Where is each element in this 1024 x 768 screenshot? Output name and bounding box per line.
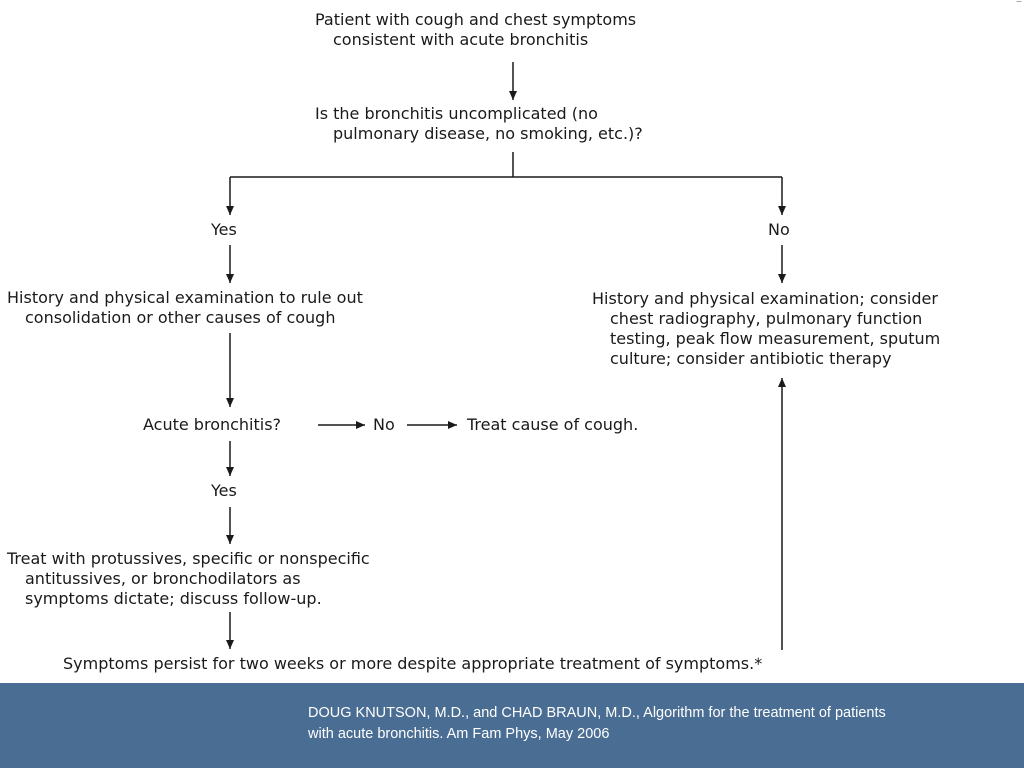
acute-no-label: No [373, 415, 395, 434]
history-left-node: History and physical examination to rule… [7, 288, 363, 328]
history-right-line-1: History and physical examination; consid… [592, 289, 938, 308]
start-node: Patient with cough and chest symptoms co… [315, 10, 636, 50]
citation-footer: DOUG KNUTSON, M.D., and CHAD BRAUN, M.D.… [0, 683, 1024, 768]
treat-line-1: Treat with protussives, specific or nons… [7, 549, 370, 568]
treat-line-3: symptoms dictate; discuss follow-up. [25, 589, 322, 608]
yes-label: Yes [211, 220, 237, 239]
question-node: Is the bronchitis uncomplicated (no pulm… [315, 104, 643, 144]
corner-mark: – [1016, 0, 1022, 8]
question-line-1: Is the bronchitis uncomplicated (no [315, 104, 598, 123]
treat-line-2: antitussives, or bronchodilators as [25, 569, 301, 588]
history-right-node: History and physical examination; consid… [592, 289, 940, 369]
citation-text: DOUG KNUTSON, M.D., and CHAD BRAUN, M.D.… [308, 703, 886, 745]
citation-line-1: DOUG KNUTSON, M.D., and CHAD BRAUN, M.D.… [308, 705, 886, 721]
treat-cause-node: Treat cause of cough. [467, 415, 639, 434]
question-line-2: pulmonary disease, no smoking, etc.)? [333, 124, 643, 143]
history-left-line-2: consolidation or other causes of cough [25, 308, 336, 327]
treat-node: Treat with protussives, specific or nons… [7, 549, 370, 609]
history-right-line-3: testing, peak flow measurement, sputum [610, 329, 941, 348]
acute-yes-label: Yes [211, 481, 237, 500]
citation-line-2: with acute bronchitis. Am Fam Phys, May … [308, 726, 610, 742]
start-line-1: Patient with cough and chest symptoms [315, 10, 637, 29]
history-left-line-1: History and physical examination to rule… [7, 288, 363, 307]
flowchart-connectors [226, 62, 786, 650]
history-right-line-4: culture; consider antibiotic therapy [610, 349, 892, 368]
acute-question-node: Acute bronchitis? [143, 415, 282, 434]
flowchart-canvas: Patient with cough and chest symptoms co… [7, 0, 1022, 673]
start-line-2: consistent with acute bronchitis [333, 30, 589, 49]
no-label: No [768, 220, 790, 239]
history-right-line-2: chest radiography, pulmonary function [610, 309, 923, 328]
persist-node: Symptoms persist for two weeks or more d… [63, 654, 763, 673]
